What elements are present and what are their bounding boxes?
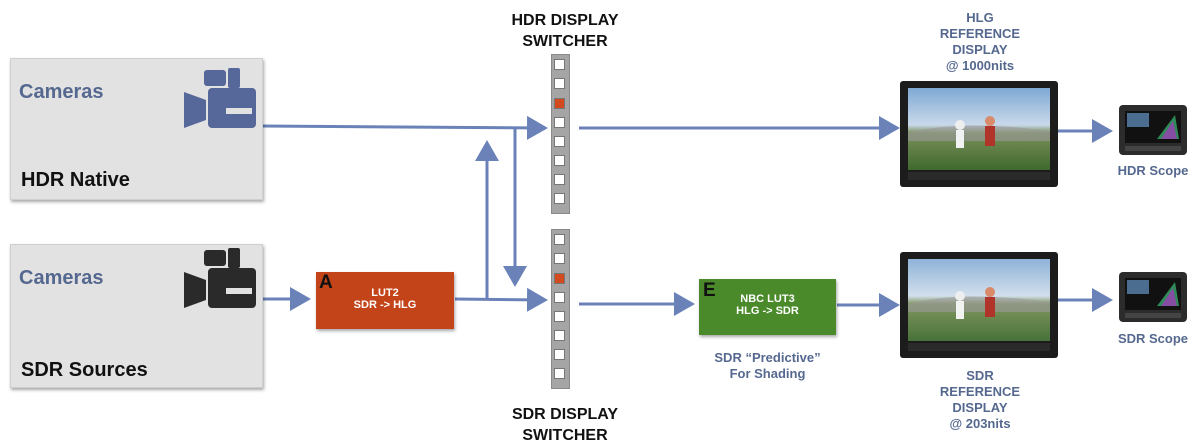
hlg-display-caption: HLG REFERENCE DISPLAY @ 1000nits bbox=[939, 10, 1021, 73]
sdr-display-caption: SDR REFERENCE DISPLAY @ 203nits bbox=[939, 368, 1021, 431]
lut-conversion: HLG -> SDR bbox=[736, 305, 799, 317]
hdr-switcher-title: HDR DISPLAY SWITCHER bbox=[511, 12, 619, 50]
cameras-label: Cameras bbox=[19, 267, 104, 289]
switcher-button[interactable] bbox=[554, 330, 565, 341]
switcher-button-active[interactable] bbox=[554, 273, 565, 284]
switcher-button[interactable] bbox=[554, 136, 565, 147]
caption-line: For Shading bbox=[729, 366, 806, 381]
cameras-label: Cameras bbox=[19, 81, 104, 103]
hdr-display-switcher bbox=[551, 54, 570, 214]
switcher-button-active[interactable] bbox=[554, 98, 565, 109]
switcher-button[interactable] bbox=[554, 234, 565, 245]
switcher-button[interactable] bbox=[554, 193, 565, 204]
source-name: SDR Sources bbox=[21, 359, 148, 381]
sdr-display-switcher bbox=[551, 229, 570, 389]
switcher-button[interactable] bbox=[554, 368, 565, 379]
lut2-letter: A bbox=[319, 272, 333, 293]
lut2-box: LUT2 SDR -> HLG bbox=[316, 272, 454, 329]
switcher-button[interactable] bbox=[554, 78, 565, 89]
sdr-sources-source: Cameras SDR Sources bbox=[10, 244, 263, 388]
lut-name: NBC LUT3 bbox=[740, 293, 795, 305]
hdr-native-source: Cameras HDR Native bbox=[10, 58, 263, 200]
switcher-button[interactable] bbox=[554, 311, 565, 322]
lut-conversion: SDR -> HLG bbox=[353, 299, 417, 311]
scope-icon bbox=[1119, 272, 1187, 322]
switcher-button[interactable] bbox=[554, 349, 565, 360]
arrow-lut2-to-sdr-switcher bbox=[454, 287, 548, 312]
camera-icon bbox=[184, 68, 256, 128]
switcher-button[interactable] bbox=[554, 253, 565, 264]
sdr-scope-label: SDR Scope bbox=[1117, 331, 1189, 346]
scope-icon bbox=[1119, 105, 1187, 155]
switcher-button[interactable] bbox=[554, 174, 565, 185]
lut3-letter: E bbox=[703, 280, 716, 301]
caption-line: SDR “Predictive” bbox=[714, 350, 821, 365]
monitor-icon bbox=[900, 81, 1058, 187]
lut3-caption: SDR “Predictive” For Shading bbox=[680, 350, 855, 382]
hdr-scope-label: HDR Scope bbox=[1117, 163, 1189, 178]
switcher-button[interactable] bbox=[554, 59, 565, 70]
switcher-button[interactable] bbox=[554, 117, 565, 128]
source-name: HDR Native bbox=[21, 169, 130, 191]
switcher-button[interactable] bbox=[554, 292, 565, 303]
switcher-button[interactable] bbox=[554, 155, 565, 166]
sdr-switcher-title: SDR DISPLAY SWITCHER bbox=[511, 406, 619, 444]
arrow-hdr-to-hdr-switcher bbox=[261, 115, 548, 140]
lut3-box: NBC LUT3 HLG -> SDR bbox=[699, 279, 836, 335]
monitor-icon bbox=[900, 252, 1058, 358]
camera-icon bbox=[184, 248, 256, 308]
lut-name: LUT2 bbox=[371, 287, 399, 299]
